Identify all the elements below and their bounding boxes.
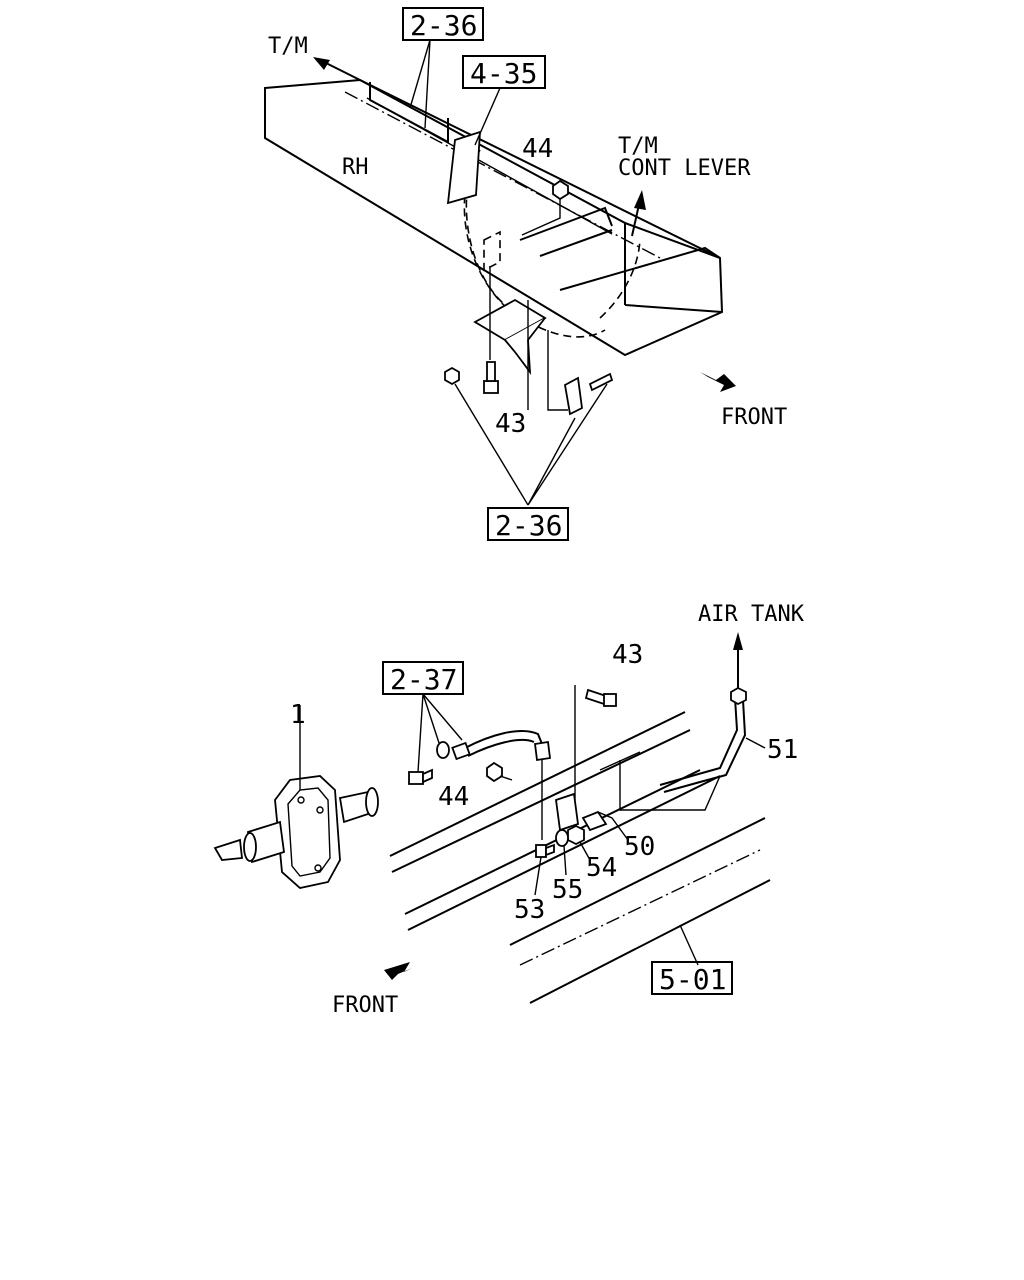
tm-cont-lever-arrow bbox=[631, 190, 646, 237]
part-number-44-top: 44 bbox=[522, 134, 553, 164]
tm-label: T/M bbox=[268, 34, 308, 59]
bottom-diagram: 1 2-37 44 bbox=[213, 602, 805, 1018]
ref-box-5-01: 5-01 bbox=[651, 961, 733, 996]
support-bracket bbox=[473, 266, 568, 411]
front-arrow-bottom bbox=[384, 962, 420, 980]
part-number-54: 54 bbox=[586, 853, 617, 883]
bolt-2-37 bbox=[408, 768, 433, 785]
ref-5-01: 5-01 bbox=[659, 963, 726, 996]
bolt-43-top bbox=[483, 361, 499, 394]
washer-2-37 bbox=[436, 741, 450, 759]
part-number-51: 51 bbox=[767, 735, 798, 765]
bolt-43-bottom bbox=[574, 685, 617, 800]
ref-2-37: 2-37 bbox=[390, 663, 457, 696]
top-diagram: T/M RH T/M CONT LEVER 44 bbox=[264, 7, 787, 542]
nut-left-top bbox=[444, 366, 460, 386]
frame-centerline bbox=[344, 91, 661, 259]
leader-5-01 bbox=[679, 924, 699, 966]
ref-box-2-36-bottom: 2-36 bbox=[487, 507, 569, 542]
front-label-top: FRONT bbox=[721, 405, 787, 430]
part-number-50: 50 bbox=[624, 832, 655, 862]
ref-box-2-37: 2-37 bbox=[382, 661, 464, 773]
part-number-43-top: 43 bbox=[495, 409, 526, 439]
air-tank-arrow bbox=[733, 632, 743, 688]
part-number-44-bottom: 44 bbox=[438, 782, 469, 812]
cross-member bbox=[519, 206, 721, 291]
mounting-plate-4-35 bbox=[446, 130, 481, 205]
ref-2-36-bottom: 2-36 bbox=[495, 509, 562, 542]
assembly-1 bbox=[213, 705, 379, 889]
air-pipe-51 bbox=[659, 686, 766, 793]
rh-label: RH bbox=[342, 155, 369, 180]
part-number-43-bottom: 43 bbox=[612, 640, 643, 670]
nut-44 bbox=[521, 179, 569, 236]
hidden-tank-outline bbox=[463, 149, 641, 338]
tm-cont-label-1: T/M bbox=[618, 134, 658, 159]
brake-hose bbox=[451, 730, 552, 840]
ref-2-36-top: 2-36 bbox=[410, 9, 477, 42]
ref-4-35: 4-35 bbox=[470, 57, 537, 90]
ref-box-2-36-top: 2-36 bbox=[402, 7, 484, 129]
tm-arrow bbox=[313, 57, 361, 81]
nut-44-bottom bbox=[486, 761, 513, 783]
leader-lines-2-36-bottom bbox=[454, 383, 608, 506]
front-arrow-top bbox=[700, 372, 736, 392]
ref-box-4-35: 4-35 bbox=[462, 55, 546, 146]
bottom-centerline bbox=[519, 849, 761, 966]
part-number-53: 53 bbox=[514, 895, 545, 925]
front-label-bottom: FRONT bbox=[332, 993, 398, 1018]
washer-55 bbox=[555, 829, 569, 876]
bottom-frame-rails bbox=[389, 711, 771, 1004]
part-number-1: 1 bbox=[290, 700, 306, 730]
tm-cont-label-2: CONT LEVER bbox=[618, 156, 751, 181]
clamp-clip bbox=[564, 376, 583, 416]
hose-bracket bbox=[555, 792, 629, 841]
part-number-55: 55 bbox=[552, 875, 583, 905]
bolt-right-top bbox=[588, 372, 614, 392]
air-tank-label: AIR TANK bbox=[698, 602, 805, 627]
bolt-53 bbox=[534, 843, 555, 896]
